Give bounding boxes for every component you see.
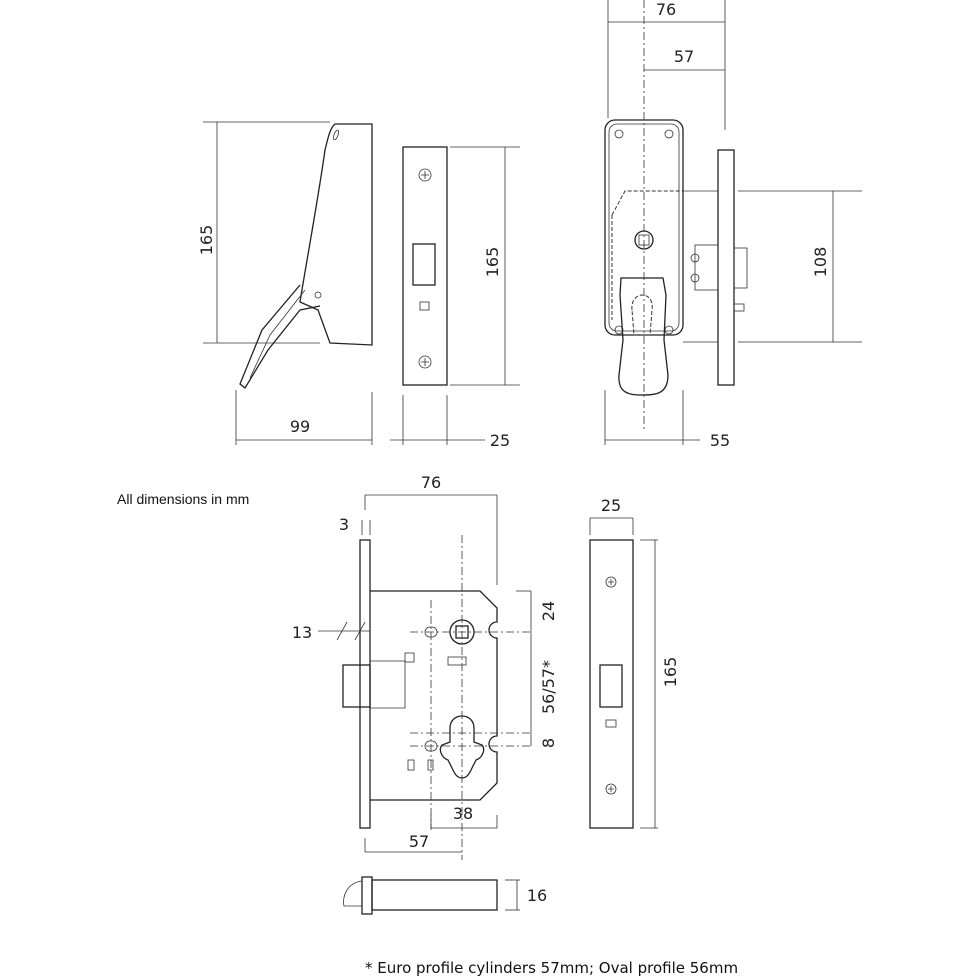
dim-forend-width-bottom: 25 (601, 496, 621, 515)
dim-front-width: 76 (656, 0, 676, 19)
dim-handle-projection: 99 (290, 417, 310, 436)
dim-handle-height: 165 (197, 225, 216, 256)
dim-forend-height-bottom: 165 (661, 657, 680, 688)
front-elevation (604, 0, 862, 445)
dim-front-depth: 55 (710, 431, 730, 450)
dim-bolt-thickness: 16 (527, 886, 547, 905)
dim-cylinder-width: 38 (453, 804, 473, 823)
lock-case-view (318, 494, 532, 860)
dim-centres: 56/57* (539, 660, 558, 714)
dim-bolt-offset: 13 (292, 623, 312, 642)
dim-backset: 57 (409, 832, 429, 851)
dim-forend-height-top: 165 (483, 247, 502, 278)
dim-cylinder-offset: 8 (539, 738, 558, 748)
forend-view-top (390, 146, 520, 445)
dim-front-backset: 57 (674, 47, 694, 66)
handle-side-view (203, 121, 373, 445)
dim-case-width: 76 (421, 473, 441, 492)
dim-forend-width-top: 25 (490, 431, 510, 450)
footnote: * Euro profile cylinders 57mm; Oval prof… (365, 959, 738, 977)
forend-view-bottom (589, 517, 658, 829)
dim-forend-thickness: 3 (339, 515, 349, 534)
units-note: All dimensions in mm (117, 491, 249, 507)
bolt-plan-view (343, 876, 520, 915)
dim-front-centres: 108 (811, 247, 830, 278)
dim-spindle-offset: 24 (539, 601, 558, 621)
